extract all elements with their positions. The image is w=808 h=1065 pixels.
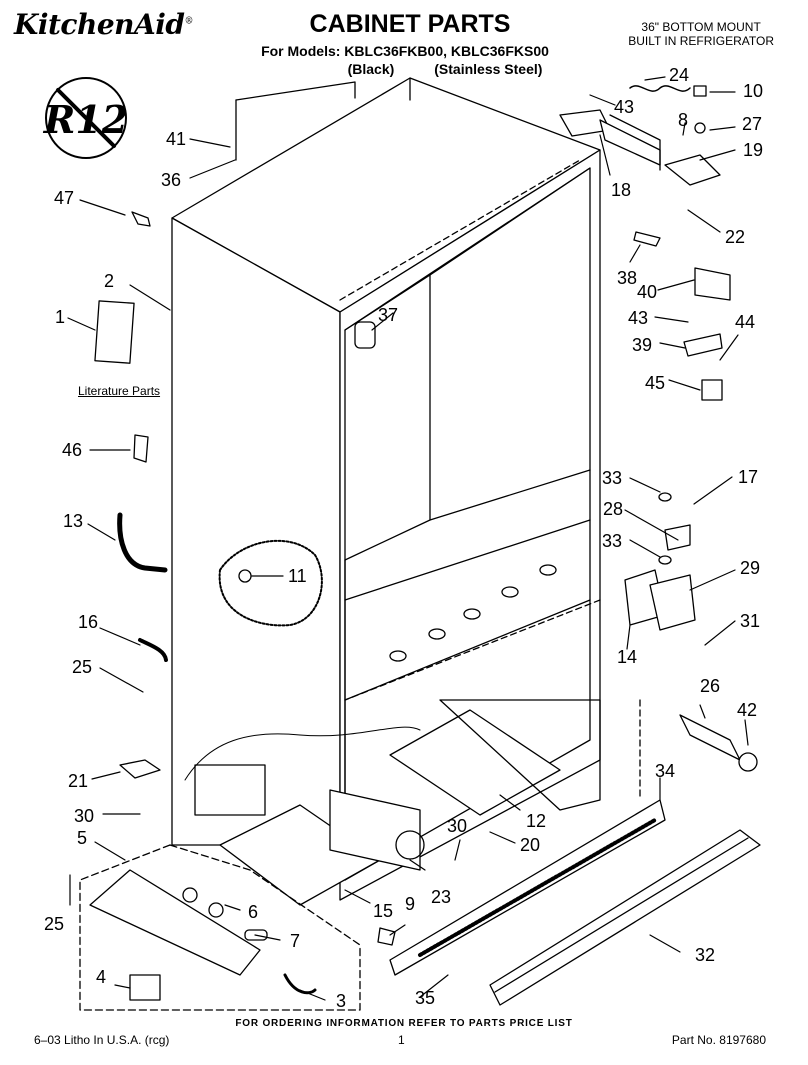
callout-25b: 25	[44, 914, 65, 934]
callout-23: 23	[431, 887, 452, 907]
callout-30b: 30	[447, 816, 468, 836]
callout-7: 7	[290, 931, 301, 951]
callout-47: 47	[54, 188, 75, 208]
leader-lines	[67, 76, 749, 1001]
callout-26: 26	[700, 676, 721, 696]
grille-cover	[489, 829, 761, 1006]
model-colors: (Black) (Stainless Steel)	[255, 60, 555, 78]
machine-compartment	[184, 699, 601, 906]
callout-33a: 33	[602, 468, 623, 488]
color-black: (Black)	[347, 61, 395, 77]
callout-1: 1	[55, 307, 66, 327]
callout-41: 41	[166, 129, 187, 149]
top-hinge-parts	[559, 85, 721, 186]
callout-35: 35	[415, 988, 436, 1008]
callout-31: 31	[740, 611, 761, 631]
callout-12: 12	[526, 811, 547, 831]
loose-parts	[94, 211, 396, 946]
callout-40: 40	[637, 282, 658, 302]
litho-info: 6–03 Litho In U.S.A. (rcg)	[34, 1033, 170, 1047]
callout-19: 19	[743, 140, 764, 160]
callout-29: 29	[740, 558, 761, 578]
callout-4: 4	[96, 967, 107, 987]
callout-5: 5	[77, 828, 88, 848]
callout-8: 8	[678, 110, 689, 130]
callout-38: 38	[617, 268, 638, 288]
callout-16: 16	[78, 612, 99, 632]
insulation-cutaway	[218, 539, 323, 627]
product-line-1: 36" BOTTOM MOUNT	[641, 20, 761, 34]
callout-30a: 30	[74, 806, 95, 826]
callout-18: 18	[611, 180, 632, 200]
callout-32: 32	[695, 945, 716, 965]
callout-42: 42	[737, 700, 758, 720]
model-info: For Models: KBLC36FKB00, KBLC36FKS00 (Bl…	[255, 42, 555, 78]
callout-13: 13	[63, 511, 84, 531]
side-bracket-parts	[633, 231, 731, 401]
callout-37: 37	[378, 305, 399, 325]
roller-parts	[679, 714, 758, 772]
callout-36: 36	[161, 170, 182, 190]
callout-2: 2	[104, 271, 115, 291]
callout-3: 3	[336, 991, 347, 1011]
ordering-note: FOR ORDERING INFORMATION REFER TO PARTS …	[235, 1018, 573, 1029]
no-r12-badge: R12	[43, 77, 128, 159]
callout-14: 14	[617, 647, 638, 667]
callout-17: 17	[738, 467, 759, 487]
callout-9: 9	[405, 894, 416, 914]
toe-kick-assembly	[79, 844, 361, 1011]
callout-33b: 33	[602, 531, 623, 551]
callout-45: 45	[645, 373, 666, 393]
toe-grille	[389, 699, 666, 976]
callout-24: 24	[669, 65, 690, 85]
callout-20: 20	[520, 835, 541, 855]
callout-43a: 43	[614, 97, 635, 117]
callout-44: 44	[735, 312, 756, 332]
callout-27: 27	[742, 114, 763, 134]
callout-25a: 25	[72, 657, 93, 677]
page-number: 1	[398, 1033, 405, 1047]
callout-22: 22	[725, 227, 746, 247]
callout-46: 46	[62, 440, 83, 460]
callout-10: 10	[743, 81, 764, 101]
callout-21: 21	[68, 771, 89, 791]
page-title: CABINET PARTS	[309, 10, 511, 38]
callout-11: 11	[288, 566, 307, 586]
callout-39: 39	[632, 335, 653, 355]
brand-logo: KitchenAid®	[14, 8, 193, 41]
callout-6: 6	[248, 902, 259, 922]
literature-parts-label: Literature Parts	[78, 384, 161, 398]
callout-15: 15	[373, 901, 394, 921]
callout-34: 34	[655, 761, 676, 781]
models-line: For Models: KBLC36FKB00, KBLC36FKS00	[261, 43, 549, 59]
color-stainless: (Stainless Steel)	[434, 61, 543, 77]
callout-43b: 43	[628, 308, 649, 328]
callout-28: 28	[603, 499, 624, 519]
registered-mark: ®	[184, 16, 193, 27]
part-number: Part No. 8197680	[671, 1033, 766, 1047]
brand-name: KitchenAid	[14, 8, 185, 41]
cabinet-shell	[171, 77, 601, 901]
bottom-hinge-parts	[344, 492, 696, 701]
product-line-2: BUILT IN REFRIGERATOR	[628, 34, 774, 48]
product-description: 36" BOTTOM MOUNT BUILT IN REFRIGERATOR	[628, 20, 774, 48]
base-rail	[89, 869, 317, 1001]
